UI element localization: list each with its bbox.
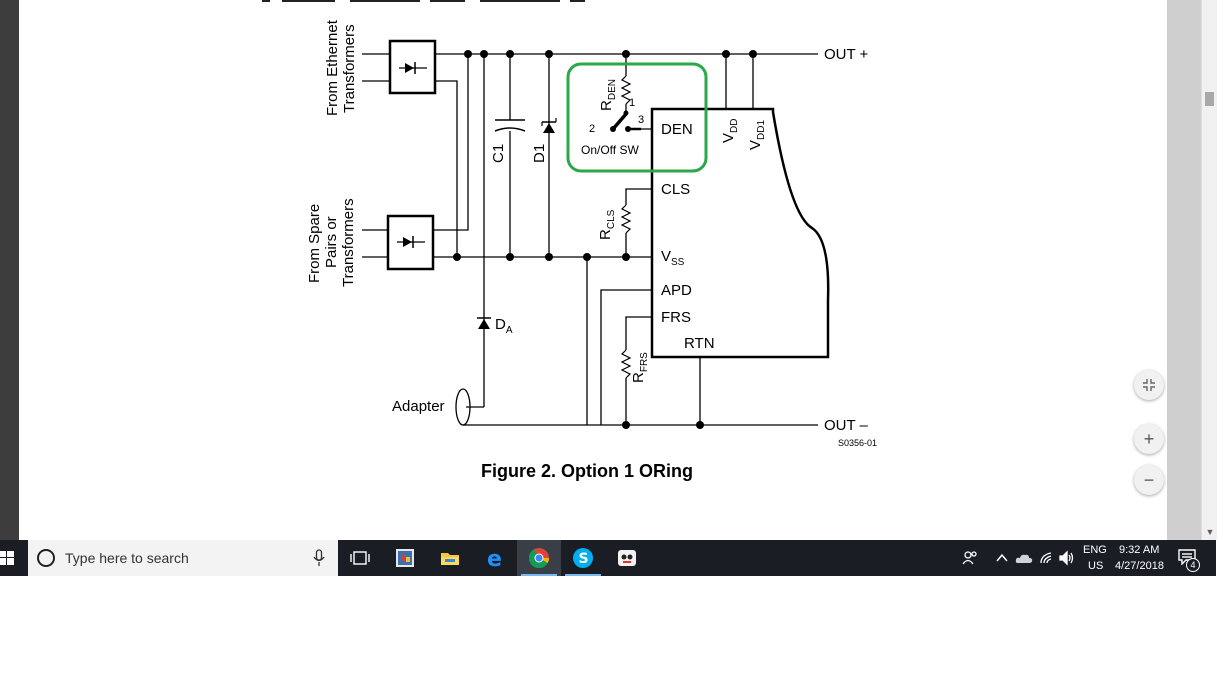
- action-center-button[interactable]: 4: [1178, 549, 1200, 572]
- capacitor-c1: [494, 119, 526, 132]
- label-c1: C1: [490, 144, 507, 163]
- label-ethernet-line1: From Ethernet: [324, 19, 341, 116]
- zoom-out-button[interactable]: −: [1134, 465, 1164, 495]
- label-rcls: RCLS: [597, 209, 617, 240]
- label-spare-line1: From Spare: [306, 204, 323, 283]
- oring-schematic: From Ethernet Transformers From Spare Pa…: [262, 0, 877, 481]
- bridge-rectifier-bottom: [386, 214, 435, 271]
- search-placeholder: Type here to search: [65, 550, 189, 566]
- start-button[interactable]: [0, 540, 28, 576]
- windows-taskbar: Type here to search e: [0, 540, 1216, 576]
- pin-apd: APD: [661, 282, 692, 299]
- figure-id: S0356-01: [838, 438, 877, 448]
- game-app-button[interactable]: [605, 540, 649, 576]
- diode-d1: [541, 118, 557, 133]
- pdf-viewer: From Ethernet Transformers From Spare Pa…: [0, 0, 1230, 540]
- svg-text:e: e: [487, 547, 502, 569]
- label-sw-pin3: 3: [638, 114, 644, 126]
- label-out-plus: OUT +: [824, 46, 869, 63]
- bridge-diode-symbol-bottom: [397, 236, 425, 248]
- pin-vdd: VDD: [720, 119, 740, 143]
- resistor-rcls: [620, 204, 632, 234]
- pdf-page: From Ethernet Transformers From Spare Pa…: [19, 0, 1167, 540]
- window-edge: [1217, 0, 1230, 540]
- pin-vss: VSS: [661, 248, 685, 268]
- label-sw-pin1: 1: [629, 97, 635, 109]
- label-rfrs: RFRS: [630, 352, 650, 383]
- wifi-icon[interactable]: [1039, 550, 1055, 566]
- active-app-indicator: [521, 574, 557, 576]
- label-rden: RDEN: [598, 79, 618, 111]
- label-da: DA: [495, 316, 513, 336]
- clock-time[interactable]: 9:32 AM: [1119, 544, 1160, 556]
- viewer-left-gutter: [0, 0, 19, 540]
- notification-count-badge: 4: [1186, 558, 1200, 572]
- svg-text:S: S: [579, 551, 589, 567]
- label-sw-pin2: 2: [589, 123, 595, 135]
- scrollbar-thumb[interactable]: [1205, 92, 1214, 106]
- scroll-down-arrow-icon[interactable]: ▼: [1205, 527, 1215, 537]
- bridge-rectifier-top: [388, 39, 437, 95]
- label-d1: D1: [531, 144, 548, 163]
- task-view-icon: [350, 551, 370, 565]
- vertical-scrollbar[interactable]: ▼: [1201, 0, 1218, 540]
- ic-body: [650, 107, 830, 359]
- edge-icon: e: [487, 547, 502, 569]
- adapter-connector: [455, 388, 484, 426]
- photo-app-button[interactable]: [383, 540, 427, 576]
- onedrive-icon[interactable]: [1015, 552, 1033, 564]
- resistor-rfrs: [620, 349, 632, 379]
- on-off-switch-highlight: [566, 62, 708, 173]
- edge-button[interactable]: e: [473, 540, 517, 576]
- chrome-button[interactable]: [517, 540, 561, 576]
- label-out-minus: OUT –: [824, 417, 869, 434]
- label-ethernet-line2: Transformers: [341, 24, 358, 113]
- game-app-icon: [618, 550, 636, 566]
- notification-icon: [1178, 549, 1196, 566]
- clock-date[interactable]: 4/27/2018: [1115, 560, 1164, 572]
- pin-rtn: RTN: [684, 335, 715, 352]
- file-explorer-button[interactable]: [428, 540, 472, 576]
- taskbar-search-box[interactable]: Type here to search: [28, 540, 338, 576]
- label-spare-line2: Pairs or: [323, 216, 340, 268]
- volume-icon[interactable]: [1058, 550, 1074, 566]
- viewer-right-pane: [1167, 0, 1201, 540]
- microphone-icon[interactable]: [313, 549, 325, 567]
- label-on-off-sw: On/Off SW: [581, 143, 639, 157]
- junction-dots: [453, 50, 757, 429]
- chevron-up-icon[interactable]: [996, 552, 1008, 564]
- on-off-switch: [610, 110, 652, 132]
- language-indicator-top[interactable]: ENG: [1083, 544, 1107, 556]
- figure-caption: Figure 2. Option 1 ORing: [481, 461, 693, 481]
- fit-to-page-button[interactable]: [1134, 370, 1164, 400]
- skype-button[interactable]: S: [561, 540, 605, 576]
- windows-logo-icon: [0, 551, 14, 565]
- search-icon: [37, 549, 55, 567]
- photo-app-icon: [396, 549, 414, 567]
- people-icon[interactable]: [962, 550, 978, 566]
- pin-den: DEN: [661, 121, 693, 138]
- resistor-rden: [620, 75, 632, 105]
- skype-icon: S: [573, 548, 593, 568]
- label-spare-line3: Transformers: [340, 198, 357, 287]
- pin-cls: CLS: [661, 181, 690, 198]
- zoom-in-button[interactable]: +: [1134, 424, 1164, 454]
- diode-da: [477, 317, 491, 329]
- fit-to-page-icon: [1143, 379, 1155, 391]
- running-app-indicator: [565, 574, 601, 576]
- pin-vdd1: VDD1: [747, 120, 767, 150]
- file-explorer-icon: [441, 553, 459, 565]
- chrome-icon: [528, 548, 550, 569]
- bridge-diode-symbol-top: [399, 62, 427, 74]
- language-indicator-bottom[interactable]: US: [1088, 560, 1104, 572]
- task-view-button[interactable]: [338, 540, 382, 576]
- pin-frs: FRS: [661, 309, 691, 326]
- label-adapter: Adapter: [392, 398, 445, 415]
